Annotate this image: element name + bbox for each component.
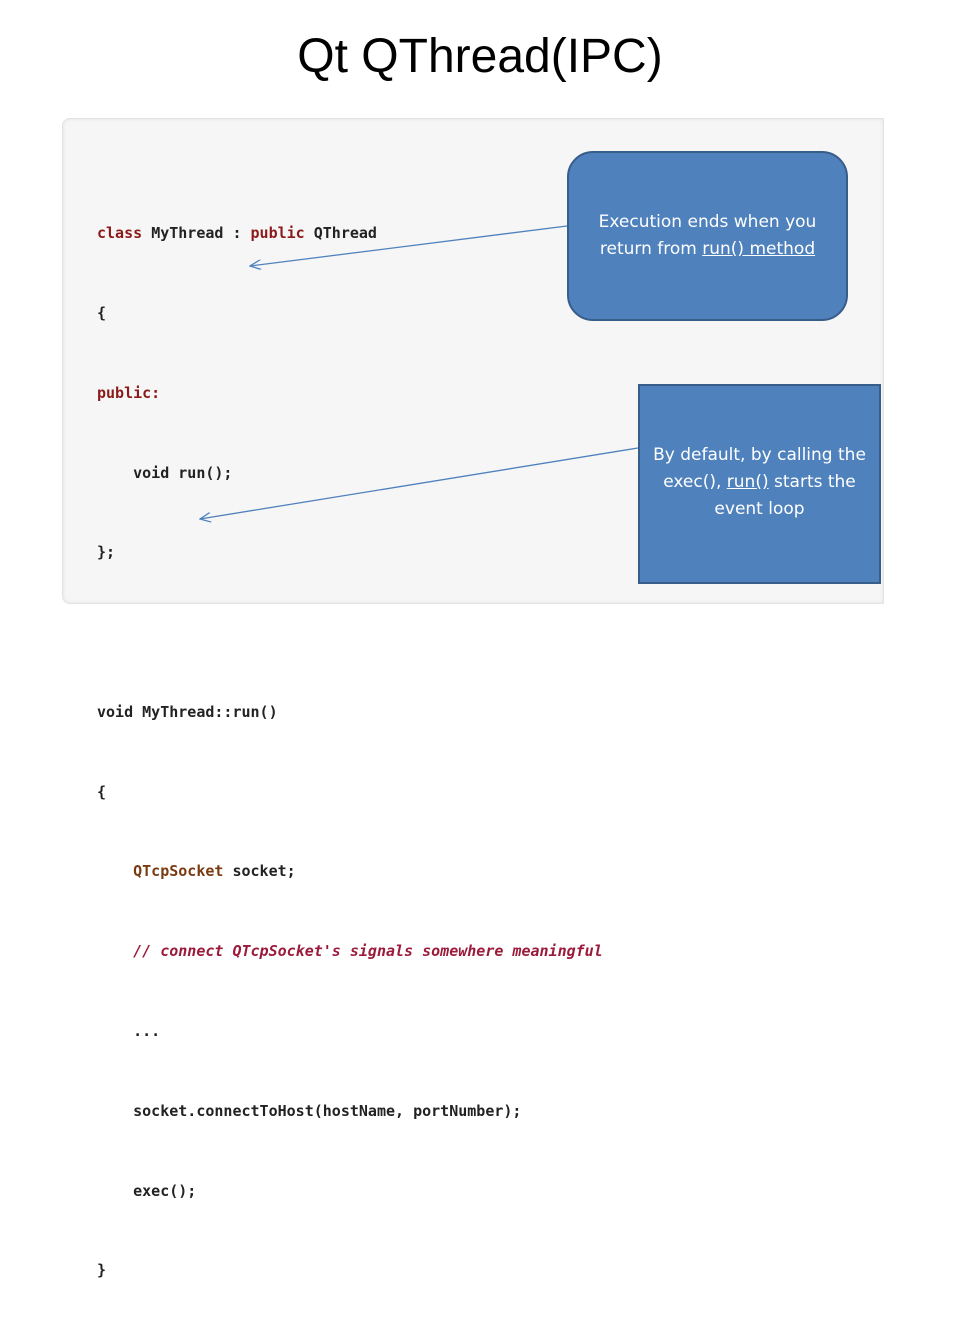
callout-text-part: By default, by calling the exec(), bbox=[653, 445, 866, 492]
code-text: MyThread::run() bbox=[142, 702, 278, 721]
code-line: void MyThread::run() bbox=[97, 699, 603, 726]
code-identifier: QThread bbox=[313, 224, 377, 243]
code-blank-line bbox=[97, 619, 603, 646]
code-line: { bbox=[97, 782, 107, 801]
code-keyword: class bbox=[97, 224, 143, 243]
callout-underlined-text: run() bbox=[726, 472, 769, 492]
code-keyword: public bbox=[250, 224, 305, 243]
code-line: void run(); bbox=[97, 460, 603, 487]
callout-text: Execution ends when you return from run(… bbox=[587, 209, 828, 263]
code-line: public: bbox=[97, 383, 161, 402]
callout-text: By default, by calling the exec(), run()… bbox=[650, 442, 869, 523]
code-line: { bbox=[97, 303, 107, 322]
callout-text-part: Execution ends when you return from bbox=[598, 212, 817, 259]
code-text: socket; bbox=[232, 862, 296, 881]
code-keyword: void bbox=[97, 702, 134, 721]
code-line: exec(); bbox=[97, 1178, 603, 1205]
code-line: class MyThread : public QThread bbox=[97, 220, 603, 247]
code-text: ... bbox=[133, 1022, 161, 1040]
callout-run-method: Execution ends when you return from run(… bbox=[567, 151, 848, 321]
code-comment: // connect QTcpSocket's signals somewher… bbox=[133, 942, 603, 961]
code-line: ... bbox=[97, 1018, 603, 1045]
code-line: socket.connectToHost(hostName, portNumbe… bbox=[97, 1098, 603, 1125]
callout-underlined-text: run() method bbox=[702, 239, 816, 259]
code-punctuation: : bbox=[232, 224, 242, 243]
callout-event-loop: By default, by calling the exec(), run()… bbox=[638, 384, 881, 584]
code-line: }; bbox=[97, 543, 116, 562]
code-identifier: MyThread bbox=[151, 224, 224, 243]
code-text: socket.connectToHost(hostName, portNumbe… bbox=[133, 1101, 522, 1120]
callout-text-part: starts the event loop bbox=[714, 472, 856, 519]
code-line: } bbox=[97, 1261, 107, 1280]
code-line: QTcpSocket socket; bbox=[97, 858, 603, 885]
code-text: void run(); bbox=[133, 463, 233, 482]
code-text: exec(); bbox=[133, 1181, 197, 1200]
code-line: // connect QTcpSocket's signals somewher… bbox=[97, 938, 603, 965]
code-type: QTcpSocket bbox=[133, 862, 224, 881]
slide-title: Qt QThread(IPC) bbox=[297, 30, 663, 83]
code-block: class MyThread : public QThread { public… bbox=[97, 167, 603, 1337]
